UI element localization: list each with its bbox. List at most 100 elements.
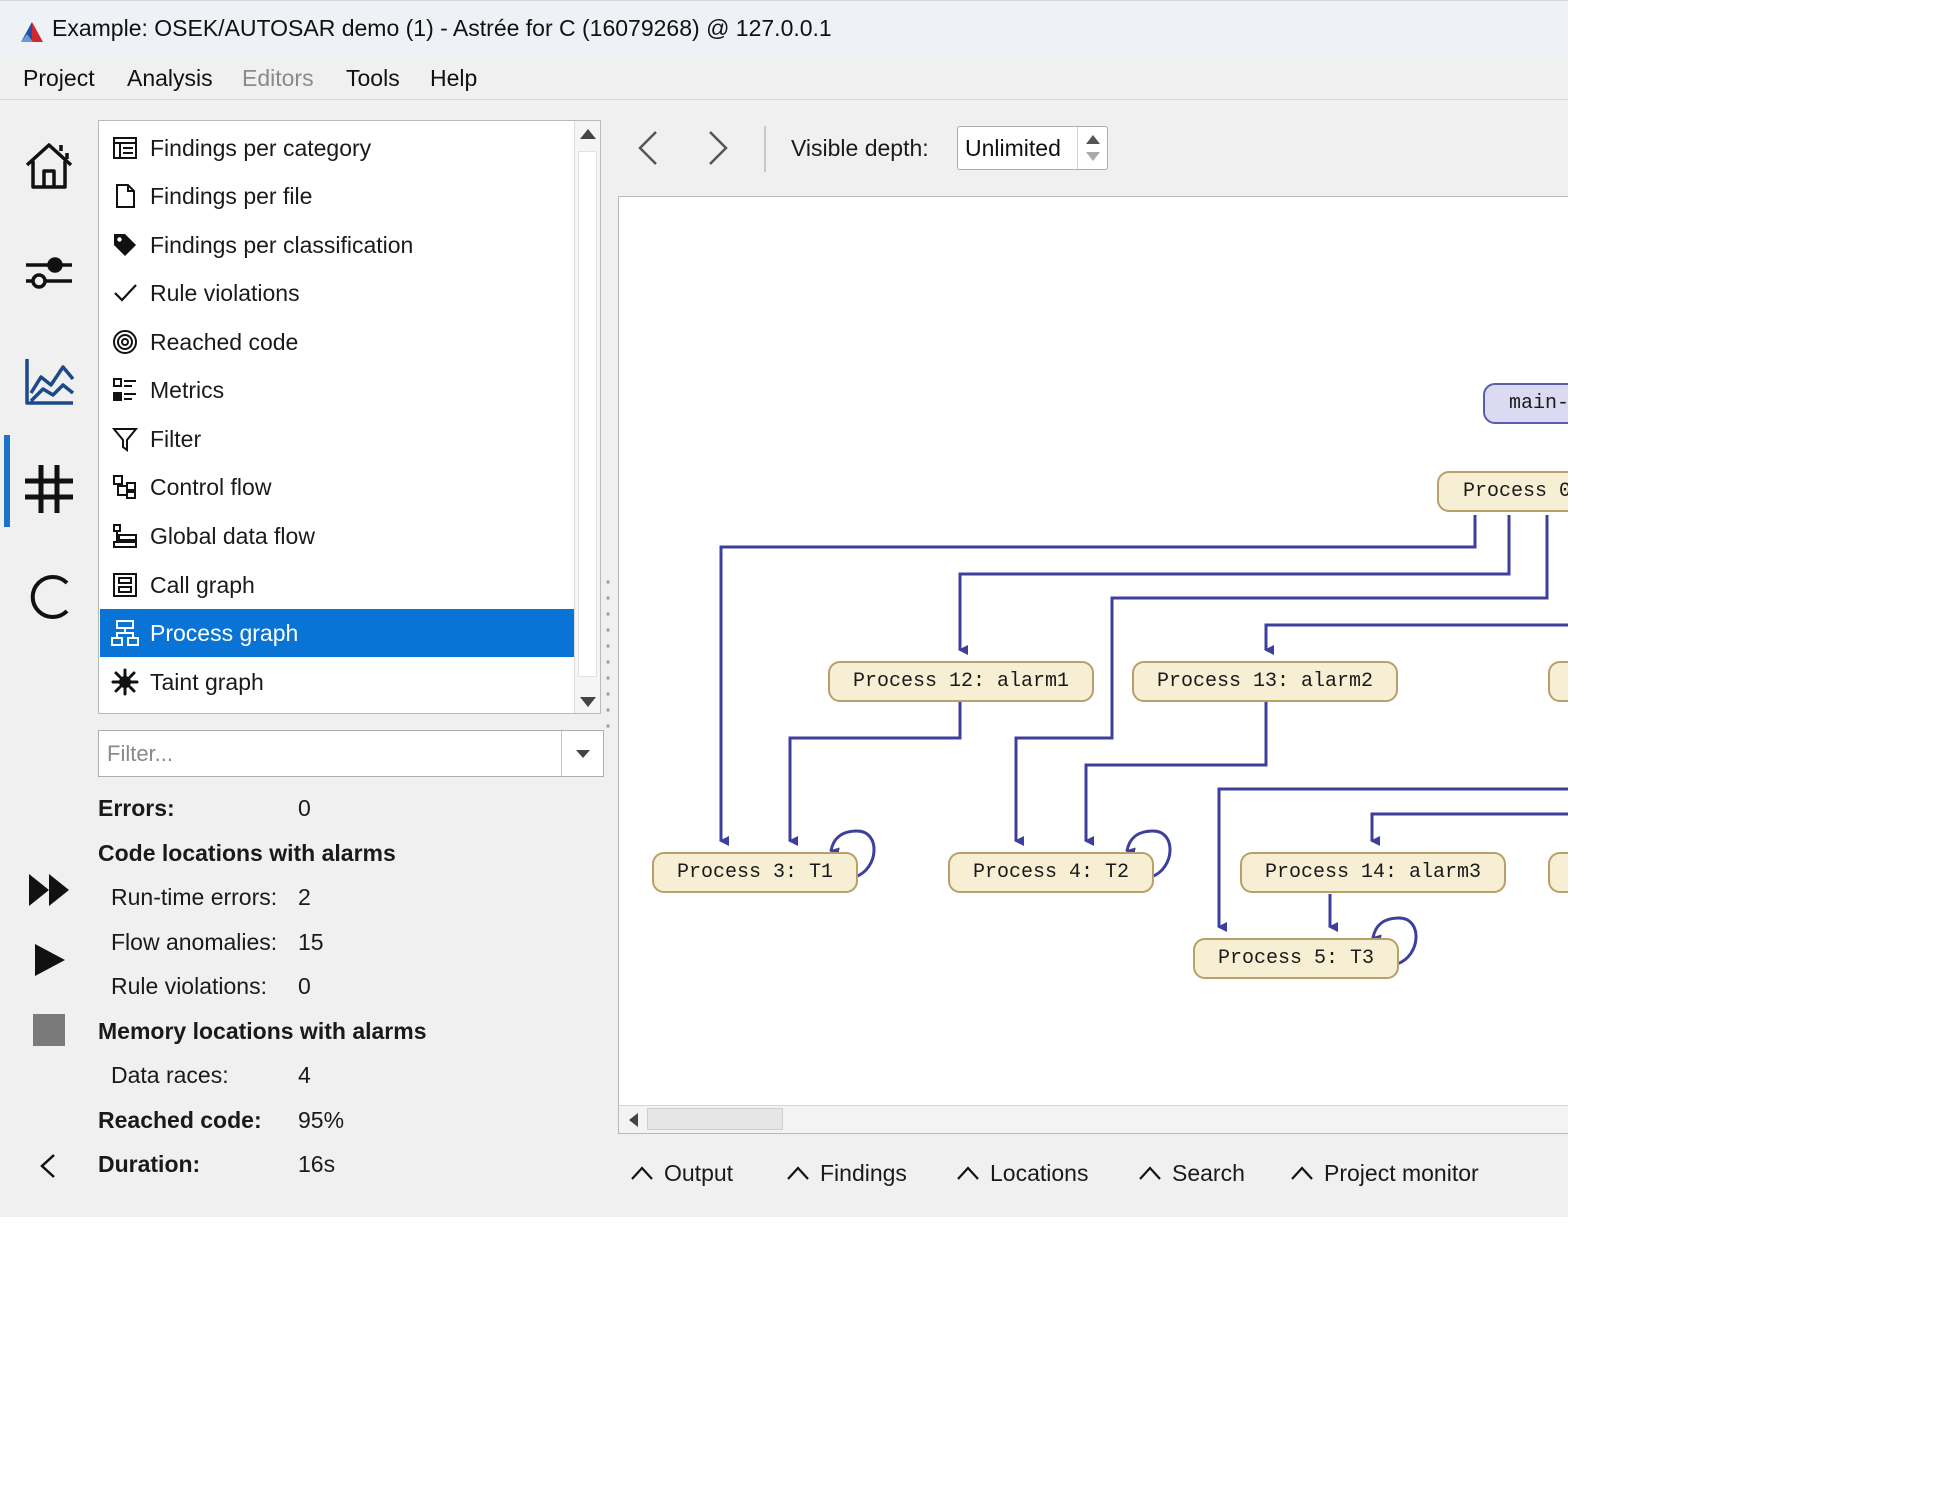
menu-editors[interactable]: Editors	[242, 65, 314, 91]
chevron-right-icon	[709, 131, 728, 165]
sidebar-configuration-button[interactable]	[14, 238, 84, 308]
views-list: Findings per category Findings per file …	[98, 120, 601, 714]
splitter-handle[interactable]	[605, 578, 611, 738]
view-item-label: Taint graph	[150, 668, 264, 695]
visible-depth-input[interactable]	[958, 127, 1078, 169]
sidebar-preprocessor-button[interactable]	[14, 454, 84, 524]
view-item-findings-per-file[interactable]: Findings per file	[100, 172, 574, 220]
duration-value: 16s	[298, 1151, 336, 1177]
view-item-call-graph[interactable]: Call graph	[100, 561, 574, 609]
spin-down-icon[interactable]	[1085, 151, 1101, 163]
menu-bar: Project Analysis Editors Tools Help	[0, 60, 1568, 100]
scrollbar-thumb[interactable]	[578, 151, 597, 677]
graph-node-partial-right[interactable]	[1548, 661, 1568, 702]
tag-icon	[114, 234, 136, 256]
horizontal-scrollbar-thumb[interactable]	[647, 1108, 783, 1130]
view-item-filter[interactable]: Filter	[100, 415, 574, 463]
edge-p13-p4	[1084, 702, 1268, 846]
scroll-down-arrow-icon[interactable]	[580, 697, 596, 707]
menu-tools[interactable]: Tools	[346, 65, 400, 91]
sidebar-home-button[interactable]	[14, 130, 84, 200]
code-locations-heading: Code locations with alarms	[98, 840, 396, 866]
sidebar-results-button[interactable]	[14, 346, 84, 416]
hash-icon	[25, 465, 73, 513]
view-item-control-flow[interactable]: Control flow	[100, 463, 574, 511]
toolbar-separator	[764, 126, 766, 172]
outside-area-right	[1568, 0, 1935, 1502]
forward-button[interactable]	[698, 128, 738, 168]
findings-category-icon	[113, 137, 137, 159]
graph-node-process-5[interactable]: Process 5: T3	[1193, 938, 1399, 979]
views-list-scrollbar[interactable]	[574, 121, 600, 713]
memory-locations-heading: Memory locations with alarms	[98, 1018, 427, 1044]
graph-node-partial-right-2[interactable]	[1548, 852, 1568, 893]
tab-findings[interactable]: Findings	[786, 1156, 907, 1190]
view-item-label: Findings per category	[150, 134, 372, 161]
view-item-taint-graph[interactable]: Taint graph	[100, 658, 574, 706]
title-bar: Example: OSEK/AUTOSAR demo (1) - Astrée …	[0, 0, 1568, 60]
scroll-up-arrow-icon[interactable]	[580, 129, 596, 139]
errors-label: Errors:	[98, 795, 175, 821]
graph-horizontal-scrollbar[interactable]	[619, 1105, 1568, 1133]
view-item-metrics[interactable]: Metrics	[100, 366, 574, 414]
scroll-left-arrow-icon[interactable]	[627, 1112, 639, 1128]
process-graph-canvas[interactable]: main- Process 0 Process 12: alarm1 Proce…	[618, 196, 1568, 1134]
outside-area-bottom	[0, 1217, 1568, 1502]
view-item-process-graph[interactable]: Process graph	[100, 609, 574, 657]
tab-label: Locations	[990, 1159, 1089, 1186]
file-icon	[116, 184, 135, 208]
graph-node-process-12[interactable]: Process 12: alarm1	[828, 661, 1094, 702]
graph-node-process-13[interactable]: Process 13: alarm2	[1132, 661, 1398, 702]
view-item-label: Reached code	[150, 328, 299, 355]
chevron-left-icon	[638, 131, 657, 165]
graph-node-process-0[interactable]: Process 0	[1437, 471, 1568, 512]
menu-project[interactable]: Project	[23, 65, 95, 91]
graph-node-main[interactable]: main-	[1483, 383, 1568, 424]
tab-label: Findings	[820, 1159, 907, 1186]
view-item-rule-violations[interactable]: Rule violations	[100, 269, 574, 317]
graph-node-process-14[interactable]: Process 14: alarm3	[1240, 852, 1506, 893]
menu-analysis[interactable]: Analysis	[127, 65, 213, 91]
rule-violations-label: Rule violations:	[111, 973, 267, 999]
filter-input[interactable]	[99, 731, 561, 776]
spin-up-icon[interactable]	[1085, 133, 1101, 145]
self-loop-p5	[1371, 916, 1418, 966]
data-races-label: Data races:	[111, 1062, 229, 1088]
back-button[interactable]	[628, 128, 668, 168]
active-indicator	[4, 435, 10, 527]
tab-label: Search	[1172, 1159, 1245, 1186]
view-item-label: Findings per file	[150, 182, 313, 209]
stop-button[interactable]	[14, 995, 84, 1065]
graph-node-process-4[interactable]: Process 4: T2	[948, 852, 1154, 893]
tab-search[interactable]: Search	[1138, 1156, 1245, 1190]
filter-combobox	[98, 730, 604, 777]
tab-locations[interactable]: Locations	[956, 1156, 1088, 1190]
sidebar-c-source-button[interactable]	[14, 562, 84, 632]
play-icon	[35, 944, 65, 976]
view-item-findings-per-category[interactable]: Findings per category	[100, 124, 574, 172]
spin-buttons	[1077, 127, 1107, 169]
reached-code-label: Reached code:	[98, 1107, 262, 1133]
tab-output[interactable]: Output	[630, 1156, 733, 1190]
graph-edges	[719, 515, 1568, 966]
menu-help[interactable]: Help	[430, 65, 478, 91]
edge-p0-p12	[958, 515, 1511, 655]
edge-to-p5	[1217, 787, 1568, 932]
graph-node-process-3[interactable]: Process 3: T1	[652, 852, 858, 893]
edge-to-p14	[1370, 812, 1568, 846]
edge-p0-p4	[1014, 515, 1549, 846]
view-item-label: Metrics	[150, 376, 225, 403]
run-all-button[interactable]	[14, 855, 84, 925]
run-button[interactable]	[14, 925, 84, 995]
chevron-up-icon	[1139, 1166, 1161, 1180]
edge-p12-p3	[788, 702, 962, 846]
data-races-value: 4	[298, 1062, 311, 1088]
view-item-global-data-flow[interactable]: Global data flow	[100, 512, 574, 560]
tab-project-monitor[interactable]: Project monitor	[1290, 1156, 1479, 1190]
filter-dropdown-button[interactable]	[561, 731, 603, 776]
collapse-sidebar-button[interactable]	[14, 1131, 84, 1201]
view-item-reached-code[interactable]: Reached code	[100, 318, 574, 366]
call-graph-icon	[113, 573, 137, 597]
view-item-findings-per-classification[interactable]: Findings per classification	[100, 221, 574, 269]
view-item-label: Process graph	[150, 619, 299, 646]
